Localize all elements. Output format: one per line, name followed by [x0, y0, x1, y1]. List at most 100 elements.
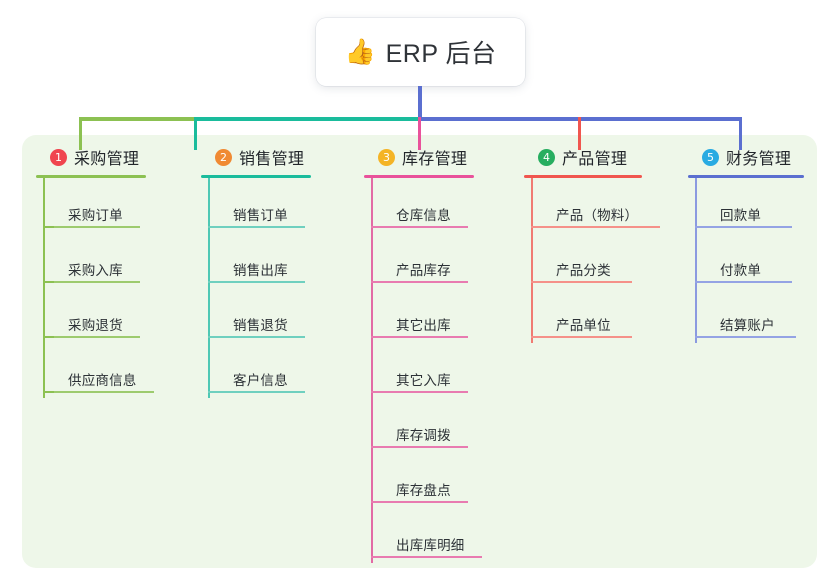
- list-item[interactable]: 采购入库: [43, 233, 186, 288]
- item-tick: [43, 391, 54, 393]
- column-title-product: 产品管理: [562, 151, 628, 168]
- column-title-inventory: 库存管理: [402, 151, 468, 168]
- item-tick: [695, 336, 706, 338]
- item-rule: [382, 281, 468, 283]
- column-items-sales: 销售订单 销售出库 销售退货 客户信息: [201, 178, 341, 398]
- item-rule: [382, 446, 468, 448]
- item-label: 采购入库: [68, 263, 123, 278]
- item-tick: [371, 391, 382, 393]
- list-item[interactable]: 结算账户: [695, 288, 828, 343]
- item-label: 客户信息: [233, 373, 288, 388]
- item-tick: [43, 336, 54, 338]
- item-rule: [382, 556, 482, 558]
- badge-number-4: 4: [538, 148, 555, 166]
- list-item[interactable]: 采购退货: [43, 288, 186, 343]
- item-tick: [531, 336, 542, 338]
- item-tick: [371, 336, 382, 338]
- item-label: 出库库明细: [396, 538, 465, 553]
- item-label: 库存盘点: [396, 483, 451, 498]
- item-label: 产品单位: [556, 318, 611, 333]
- item-tick: [371, 226, 382, 228]
- column-header-product[interactable]: 4 产品管理: [524, 146, 679, 168]
- list-item[interactable]: 销售出库: [208, 233, 341, 288]
- column-header-finance[interactable]: 5 财务管理: [688, 146, 828, 168]
- item-rule: [542, 226, 660, 228]
- list-item[interactable]: 产品分类: [531, 233, 679, 288]
- item-rule: [542, 336, 632, 338]
- list-item[interactable]: 产品单位: [531, 288, 679, 343]
- column-rail-sales: [208, 178, 210, 398]
- list-item[interactable]: 产品库存: [371, 233, 509, 288]
- item-rule: [54, 281, 140, 283]
- item-label: 其它入库: [396, 373, 451, 388]
- list-item[interactable]: 供应商信息: [43, 343, 186, 398]
- column-sales: 2 销售管理 销售订单 销售出库 销售退货 客户信息: [201, 146, 341, 398]
- item-label: 销售退货: [233, 318, 288, 333]
- column-rail-product: [531, 178, 533, 343]
- item-rule: [54, 226, 140, 228]
- item-tick: [43, 281, 54, 283]
- list-item[interactable]: 采购订单: [43, 178, 186, 233]
- item-rule: [54, 336, 140, 338]
- item-rule: [219, 336, 305, 338]
- item-label: 销售订单: [233, 208, 288, 223]
- column-inventory: 3 库存管理 仓库信息 产品库存 其它出库 其它入库: [364, 146, 509, 563]
- list-item[interactable]: 出库库明细: [371, 508, 509, 563]
- column-finance: 5 财务管理 回款单 付款单 结算账户: [688, 146, 828, 343]
- item-label: 仓库信息: [396, 208, 451, 223]
- item-tick: [208, 226, 219, 228]
- item-label: 其它出库: [396, 318, 451, 333]
- column-rail-inventory: [371, 178, 373, 563]
- column-rail-purchasing: [43, 178, 45, 398]
- connector-bus-green: [79, 117, 194, 121]
- column-items-finance: 回款单 付款单 结算账户: [688, 178, 828, 343]
- badge-number-5: 5: [702, 148, 719, 166]
- item-tick: [695, 281, 706, 283]
- column-rule-inventory: [364, 175, 474, 178]
- list-item[interactable]: 销售订单: [208, 178, 341, 233]
- connector-drop-col-3: [418, 117, 421, 150]
- item-rule: [382, 226, 468, 228]
- column-rail-finance: [695, 178, 697, 343]
- column-purchasing: 1 采购管理 采购订单 采购入库 采购退货 供应商信息: [36, 146, 186, 398]
- column-header-purchasing[interactable]: 1 采购管理: [36, 146, 186, 168]
- list-item[interactable]: 产品（物料）: [531, 178, 679, 233]
- column-header-inventory[interactable]: 3 库存管理: [364, 146, 509, 168]
- item-label: 销售出库: [233, 263, 288, 278]
- connector-drop-col-2: [194, 117, 197, 150]
- item-label: 回款单: [720, 208, 762, 223]
- item-rule: [706, 281, 792, 283]
- column-title-finance: 财务管理: [726, 151, 792, 168]
- root-node-erp-backend[interactable]: 👍 ERP 后台: [316, 18, 525, 86]
- list-item[interactable]: 客户信息: [208, 343, 341, 398]
- item-tick: [208, 336, 219, 338]
- column-rule-product: [524, 175, 642, 178]
- item-label: 产品库存: [396, 263, 451, 278]
- connector-root-stem: [418, 86, 422, 120]
- item-rule: [54, 391, 154, 393]
- list-item[interactable]: 库存调拨: [371, 398, 509, 453]
- item-tick: [531, 281, 542, 283]
- item-tick: [371, 281, 382, 283]
- column-header-sales[interactable]: 2 销售管理: [201, 146, 341, 168]
- column-rule-purchasing: [36, 175, 146, 178]
- item-rule: [706, 336, 796, 338]
- column-items-purchasing: 采购订单 采购入库 采购退货 供应商信息: [36, 178, 186, 398]
- column-items-product: 产品（物料） 产品分类 产品单位: [524, 178, 679, 343]
- column-rule-sales: [201, 175, 311, 178]
- connector-drop-col-5: [739, 117, 742, 150]
- list-item[interactable]: 回款单: [695, 178, 828, 233]
- list-item[interactable]: 库存盘点: [371, 453, 509, 508]
- connector-drop-col-4: [578, 117, 581, 150]
- item-label: 库存调拨: [396, 428, 451, 443]
- list-item[interactable]: 付款单: [695, 233, 828, 288]
- column-product: 4 产品管理 产品（物料） 产品分类 产品单位: [524, 146, 679, 343]
- item-label: 采购订单: [68, 208, 123, 223]
- list-item[interactable]: 其它出库: [371, 288, 509, 343]
- column-title-purchasing: 采购管理: [74, 151, 140, 168]
- badge-number-2: 2: [215, 148, 232, 166]
- list-item[interactable]: 销售退货: [208, 288, 341, 343]
- list-item[interactable]: 仓库信息: [371, 178, 509, 233]
- list-item[interactable]: 其它入库: [371, 343, 509, 398]
